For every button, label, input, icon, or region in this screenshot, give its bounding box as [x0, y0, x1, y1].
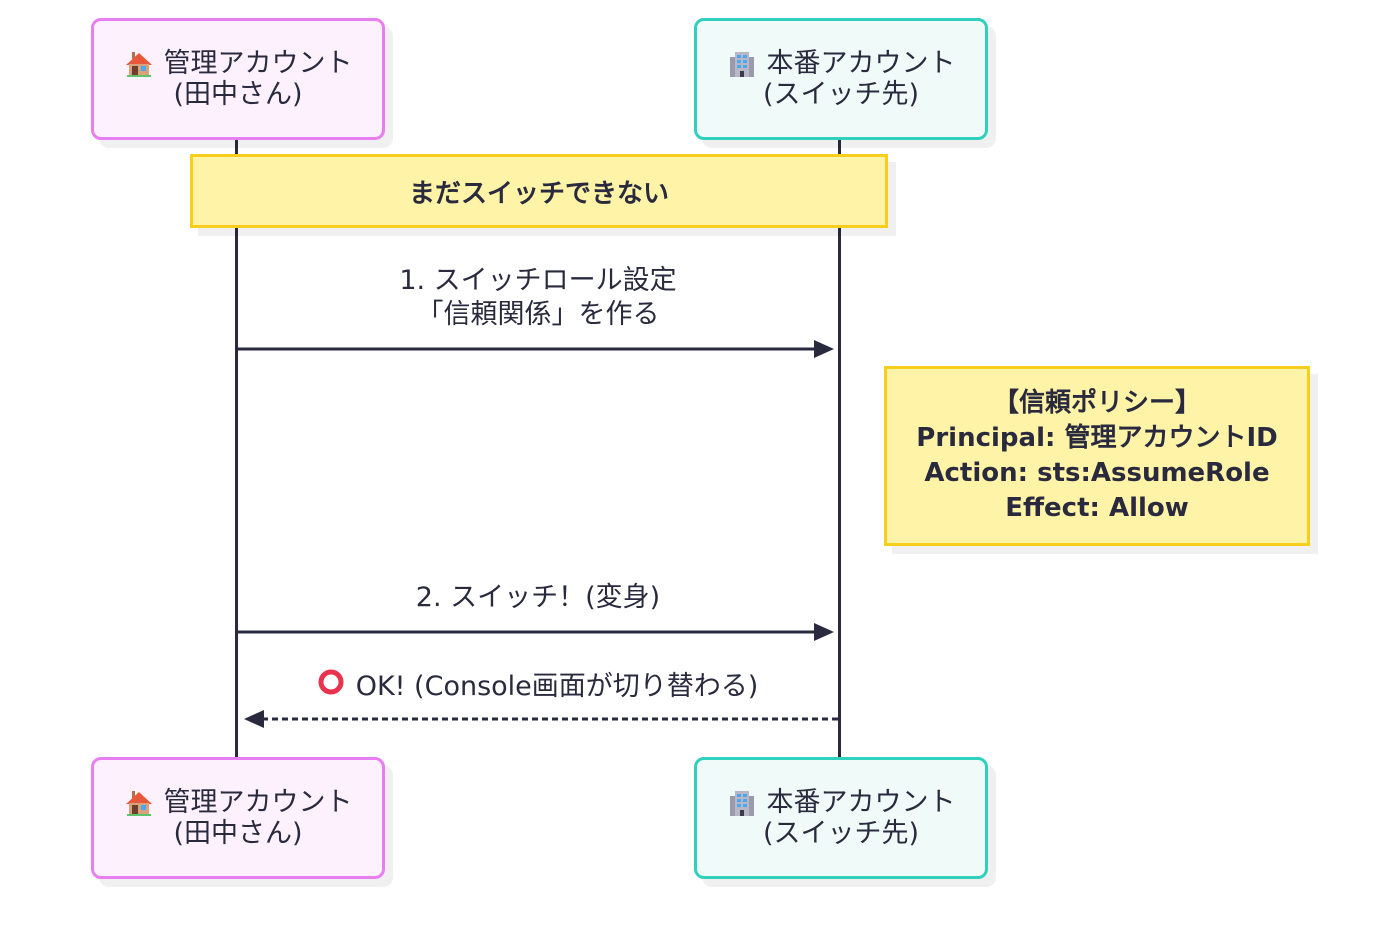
message-1-line-2: 「信頼関係」を作る	[416, 299, 660, 330]
participant-prod-top: 本番アカウント (スイッチ先)	[694, 18, 988, 140]
message-3-label: OK! (Console画面が切り替わる)	[238, 669, 838, 704]
message-1-arrow	[237, 340, 834, 358]
message-2-line-1: 2. スイッチ！(変身)	[415, 582, 661, 613]
note-cannot-switch-yet: まだスイッチできない	[190, 154, 888, 228]
message-1-line-1: 1. スイッチロール設定	[399, 265, 677, 296]
red-circle-icon	[318, 669, 344, 704]
participant-title: 管理アカウント	[163, 48, 353, 79]
participant-title: 本番アカウント	[766, 787, 956, 818]
message-3-arrow	[244, 710, 838, 728]
lifeline-prod	[838, 136, 841, 758]
participant-subtitle: (スイッチ先)	[762, 818, 920, 849]
office-building-icon	[727, 788, 757, 818]
note-text: まだスイッチできない	[408, 178, 669, 209]
participant-title: 管理アカウント	[163, 787, 353, 818]
message-2-label: 2. スイッチ！(変身)	[238, 581, 838, 615]
note-trust-policy: 【信頼ポリシー】 Principal: 管理アカウントID Action: st…	[884, 366, 1310, 546]
house-icon	[124, 788, 154, 818]
policy-effect: Effect: Allow	[1005, 493, 1189, 523]
participant-subtitle: (田中さん)	[173, 79, 303, 110]
participant-subtitle: (スイッチ先)	[762, 79, 920, 110]
lifeline-admin	[235, 136, 238, 758]
policy-principal: Principal: 管理アカウントID	[916, 423, 1278, 453]
house-icon	[124, 49, 154, 79]
participant-admin-top: 管理アカウント (田中さん)	[91, 18, 385, 140]
participant-subtitle: (田中さん)	[173, 818, 303, 849]
message-1-label: 1. スイッチロール設定 「信頼関係」を作る	[238, 264, 838, 332]
message-3-line-1: OK! (Console画面が切り替わる)	[355, 670, 759, 702]
policy-action: Action: sts:AssumeRole	[924, 458, 1270, 488]
participant-prod-bottom: 本番アカウント (スイッチ先)	[694, 757, 988, 879]
office-building-icon	[727, 49, 757, 79]
policy-heading: 【信頼ポリシー】	[992, 388, 1201, 418]
message-2-arrow	[237, 623, 834, 641]
participant-admin-bottom: 管理アカウント (田中さん)	[91, 757, 385, 879]
participant-title: 本番アカウント	[766, 48, 956, 79]
